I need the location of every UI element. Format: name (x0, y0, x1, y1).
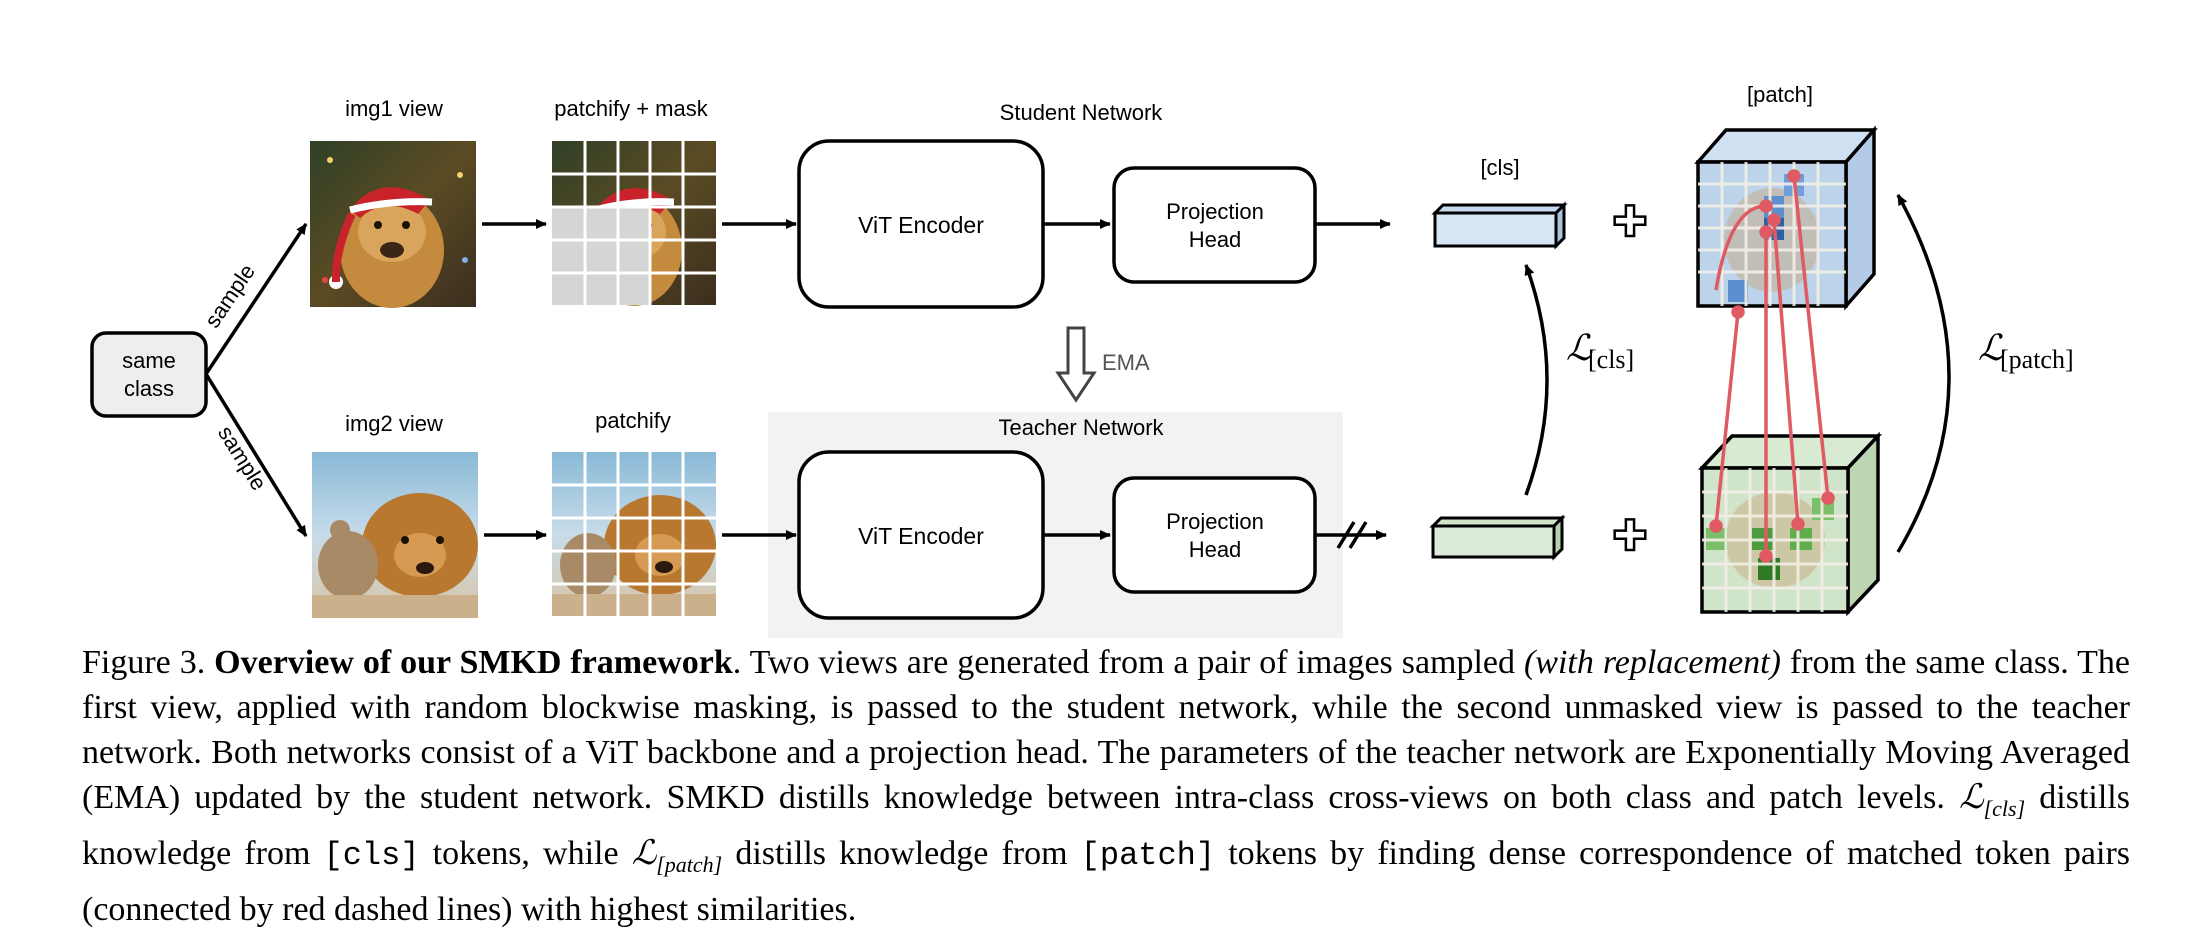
ema-arrow (1055, 326, 1097, 403)
caption-text-2: from the same class. The first view, app… (82, 644, 2130, 816)
plus-icon-top: ✚ (1612, 198, 1647, 245)
caption-text-1: . Two views are generated from a pair of… (732, 644, 1524, 681)
caption-text-6: tokens by finding dense correspondence o… (82, 834, 2130, 928)
img1-view-label: img1 view (345, 96, 443, 121)
patch-loss-symbol: ℒ (1978, 328, 2005, 368)
student-network-title: Student Network (1000, 100, 1164, 125)
patch-loss-subscript: [patch] (2000, 345, 2074, 374)
stop-gradient-icon (1336, 521, 1368, 549)
student-patch-cube (1694, 125, 1878, 311)
teacher-projection-label-line2: Head (1189, 537, 1242, 562)
student-vit-encoder-label: ViT Encoder (858, 212, 984, 238)
student-projection-label-line1: Projection (1166, 199, 1264, 224)
cls-loss-arrow (1524, 264, 1549, 496)
caption-title: Overview of our SMKD framework (214, 644, 733, 681)
cls-token-label: [cls] (1480, 155, 1519, 180)
plus-icon-bottom: ✚ (1612, 512, 1647, 559)
smkd-framework-diagram: same class sample sample img1 view patch… (90, 82, 2074, 638)
caption-patch-code: [patch] (1080, 836, 1216, 874)
sample-arrow-bottom (204, 373, 308, 537)
caption-loss-patch-sub: [patch] (656, 851, 723, 877)
student-projection-label-line2: Head (1189, 227, 1242, 252)
teacher-vit-encoder: ViT Encoder (797, 450, 1045, 620)
sample-label-top: sample (200, 259, 260, 332)
teacher-vit-encoder-label: ViT Encoder (858, 523, 984, 549)
caption-text-3: distills knowledge from (82, 779, 2130, 872)
teacher-patch-cube (1697, 431, 1883, 617)
caption-text-4: tokens, while (419, 834, 632, 872)
teacher-cls-token (1429, 514, 1566, 561)
teacher-network-title: Teacher Network (998, 415, 1164, 440)
caption-text-5: distills knowledge from (722, 834, 1081, 872)
caption-prefix: Figure 3. (82, 644, 215, 681)
masked-patch-grid (552, 141, 716, 306)
img2-dog-teddy-image (312, 452, 478, 618)
same-class-box: same class (90, 331, 208, 418)
figure-caption: Figure 3. Overview of our SMKD framework… (82, 640, 2130, 932)
patch-loss-arrow (1896, 194, 1951, 553)
teacher-projection-head: Projection Head (1112, 476, 1317, 594)
cls-loss-symbol: ℒ (1566, 328, 1593, 368)
same-class-label-line2: class (124, 376, 174, 401)
patchify-mask-label: patchify + mask (554, 96, 708, 121)
patch-token-label: [patch] (1747, 82, 1813, 107)
ema-label: EMA (1102, 350, 1150, 375)
matched-token-lines (1709, 169, 1835, 563)
caption-loss-cls-sub: [cls] (1983, 795, 2026, 821)
img1-dog-santa-image (310, 141, 476, 308)
img2-view-label: img2 view (345, 411, 443, 436)
cls-loss-subscript: [cls] (1588, 345, 1634, 374)
patchify-label: patchify (595, 408, 671, 433)
patch-grid (552, 452, 716, 616)
sample-arrow-top (204, 223, 308, 375)
same-class-label-line1: same (122, 348, 176, 373)
caption-loss-cls-symbol: ℒ (1959, 779, 1984, 816)
student-cls-token (1431, 201, 1568, 250)
caption-italic: (with replacement) (1523, 644, 1781, 681)
caption-loss-patch-symbol: ℒ (631, 834, 657, 872)
student-projection-head: Projection Head (1112, 166, 1317, 284)
student-vit-encoder: ViT Encoder (797, 139, 1045, 309)
teacher-projection-label-line1: Projection (1166, 509, 1264, 534)
caption-cls-code: [cls] (323, 836, 420, 874)
